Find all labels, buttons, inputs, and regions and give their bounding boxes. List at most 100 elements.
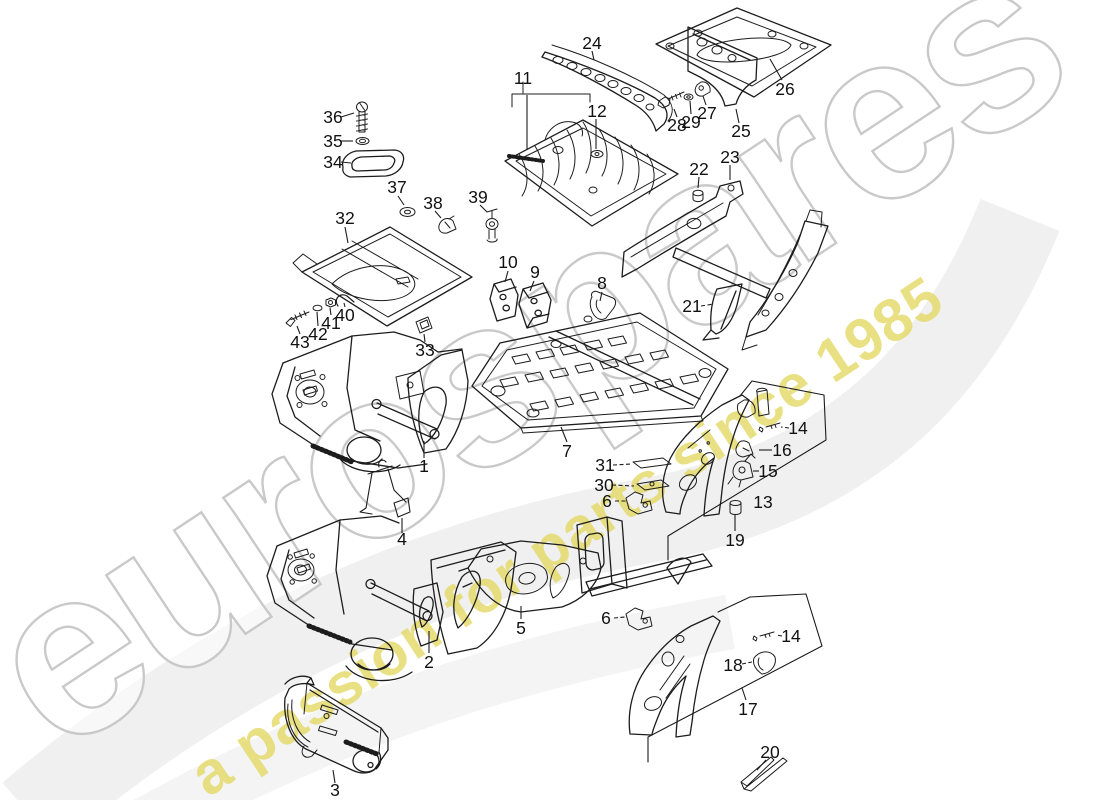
callout-leader-40-41 (343, 302, 346, 308)
part-callout-8-8[interactable]: 8 (597, 273, 607, 293)
part-callout-9-9[interactable]: 9 (530, 262, 540, 282)
part-callout-1-0[interactable]: 1 (419, 456, 429, 476)
part-shim-30 (636, 479, 670, 491)
callout-leader-3-2 (332, 769, 336, 784)
part-clip-38 (438, 215, 457, 234)
part-callout-40-41[interactable]: 40 (335, 305, 355, 325)
part-callout-15-16[interactable]: 15 (758, 461, 777, 481)
callout-leader-6-6 (613, 616, 626, 619)
part-callout-13-13[interactable]: 13 (753, 492, 772, 512)
part-callout-14-14[interactable]: 14 (788, 418, 808, 438)
part-callout-41-42[interactable]: 41 (321, 313, 340, 333)
part-bracket-6a (625, 491, 653, 515)
part-arch-17-detail (644, 635, 691, 711)
part-floorpan-12-outer (504, 119, 679, 227)
callout-leader-17-18 (741, 687, 747, 701)
part-callout-27-28[interactable]: 27 (697, 103, 716, 123)
part-bolt-28 (657, 91, 685, 109)
part-frame-1-tower (294, 374, 328, 408)
part-callout-16-17[interactable]: 16 (772, 440, 791, 460)
callout-leader-29-30 (689, 100, 692, 115)
part-clip-16 (735, 440, 754, 458)
callout-leader-34-35 (340, 161, 352, 164)
part-gasket-34 (341, 149, 405, 178)
part-arch-13-head (737, 387, 770, 418)
part-callout-34-35[interactable]: 34 (323, 152, 343, 172)
part-callout-37-38[interactable]: 37 (387, 177, 406, 197)
part-screw-14b (752, 631, 775, 642)
part-floorpan-12-ribs (518, 121, 655, 197)
diagram-parts-layer (266, 7, 832, 792)
part-clip-27 (694, 81, 711, 97)
part-callout-14-15[interactable]: 14 (781, 626, 801, 646)
part-grommet-22 (692, 189, 704, 203)
part-callout-38-39[interactable]: 38 (423, 193, 442, 213)
part-callout-20-21[interactable]: 20 (760, 742, 780, 762)
part-floorpan-7-pockets (499, 335, 699, 412)
part-gusset-21 (702, 283, 743, 341)
part-callout-18-19[interactable]: 18 (723, 655, 742, 675)
part-callout-4-3[interactable]: 4 (397, 529, 407, 549)
part-tray-3-lip (284, 675, 375, 774)
part-frame-2-arm (365, 578, 433, 622)
part-callout-25-26[interactable]: 25 (731, 121, 750, 141)
part-callout-12-12[interactable]: 12 (587, 101, 606, 121)
part-bracket-9 (518, 282, 552, 329)
part-floorpan-12-inner (515, 127, 667, 217)
part-callout-23-24[interactable]: 23 (720, 147, 739, 167)
part-callout-3-2[interactable]: 3 (330, 780, 340, 800)
part-tray-3-rim (306, 677, 389, 771)
part-callout-28-29[interactable]: 28 (667, 115, 686, 135)
part-callout-26-27[interactable]: 26 (775, 79, 794, 99)
part-callout-36-37[interactable]: 36 (323, 107, 342, 127)
part-callout-24-25[interactable]: 24 (582, 33, 602, 53)
part-callout-35-36[interactable]: 35 (323, 131, 342, 151)
part-pan-32-inner (312, 233, 462, 318)
part-callout-19-20[interactable]: 19 (725, 530, 744, 550)
callout-leader-36-37 (340, 112, 355, 118)
part-panel-5 (458, 540, 602, 613)
part-callout-33-34[interactable]: 33 (415, 340, 434, 360)
part-hook-40 (335, 294, 355, 307)
part-floorpan-7-bar (548, 330, 701, 406)
part-pillar-23-post (745, 220, 829, 338)
part-bolt-43 (285, 310, 310, 327)
part-callout-6-6[interactable]: 6 (601, 608, 611, 628)
part-brace-24-holes (552, 56, 655, 111)
part-frame-1-plate (407, 349, 469, 454)
callout-leader-8-8 (599, 291, 603, 302)
callout-leader-28-29 (673, 108, 678, 118)
part-quarter-13-outline (667, 380, 827, 561)
callout-leader-7-7 (560, 426, 568, 443)
part-floorpan-12-details (552, 146, 604, 194)
part-brace-24-band (541, 51, 668, 132)
part-callout-21-22[interactable]: 21 (682, 296, 701, 316)
part-callout-32-33[interactable]: 32 (335, 208, 354, 228)
part-washer-29 (683, 93, 694, 101)
part-callout-22-23[interactable]: 22 (689, 159, 708, 179)
part-frame-1-skid (339, 458, 401, 473)
part-frame-1-arm (371, 398, 440, 440)
part-callout-6-5[interactable]: 6 (602, 491, 612, 511)
part-floorpan-12-hump (544, 121, 583, 141)
part-callout-39-40[interactable]: 39 (468, 187, 487, 207)
part-screw-14a (758, 422, 781, 433)
part-callout-17-18[interactable]: 17 (738, 699, 757, 719)
part-callout-29-30[interactable]: 29 (681, 112, 700, 132)
part-callout-10-10[interactable]: 10 (498, 252, 518, 272)
part-callout-7-7[interactable]: 7 (562, 441, 572, 461)
callout-leader-14-15 (775, 634, 783, 637)
callout-leader-39-40 (479, 204, 488, 213)
part-callout-31-32[interactable]: 31 (595, 455, 614, 475)
part-callout-11-11[interactable]: 11 (514, 68, 532, 88)
part-callout-43-44[interactable]: 43 (290, 332, 309, 352)
part-tray-3-slots (318, 704, 339, 736)
part-valve-39 (485, 208, 499, 243)
part-callout-42-43[interactable]: 42 (308, 324, 327, 344)
part-bracket-10 (489, 278, 519, 322)
part-frame-2-tower (287, 553, 317, 585)
part-callout-30-31[interactable]: 30 (594, 475, 614, 495)
part-callout-5-4[interactable]: 5 (516, 618, 526, 638)
part-callout-2-1[interactable]: 2 (424, 652, 434, 672)
